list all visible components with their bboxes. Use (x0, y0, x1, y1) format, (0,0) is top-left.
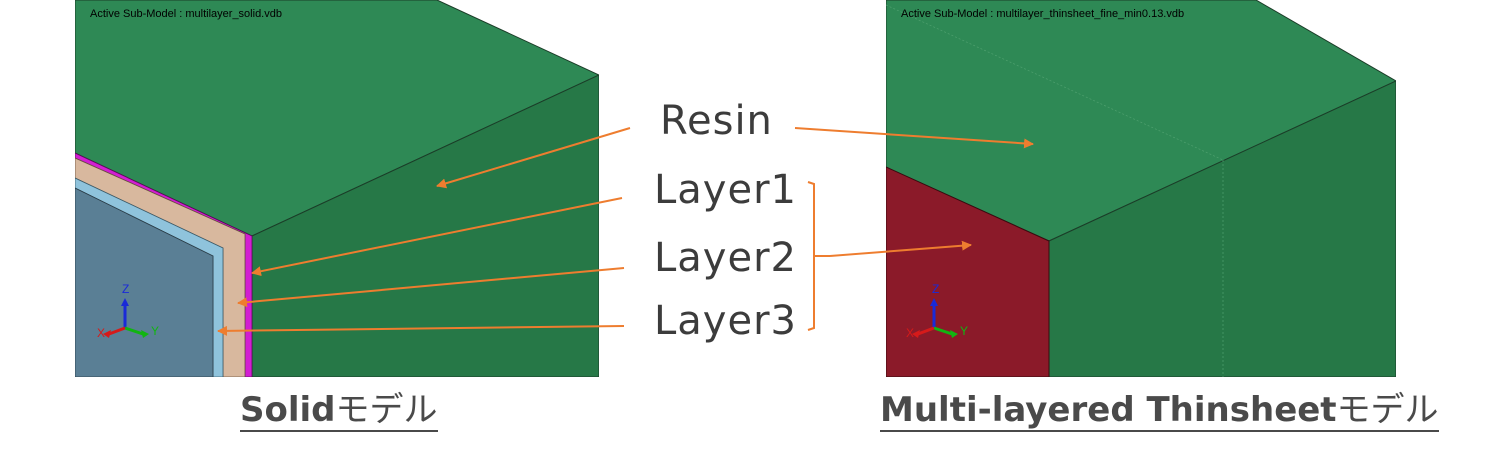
layer3-arrow (217, 325, 625, 336)
core-face (75, 187, 214, 377)
axis-x-label: X (97, 326, 106, 340)
mesh-edge (886, 4, 1224, 161)
layer2-label: Layer2 (654, 235, 797, 281)
layer2-face (75, 157, 246, 377)
thinsheet-model-viewport[interactable]: Active Sub-Model : multilayer_thinsheet_… (886, 0, 1396, 377)
layer3-face (75, 177, 224, 377)
resin-arrow-right (794, 127, 1034, 149)
solid-model-viewport[interactable]: Active Sub-Model : multilayer_solid.vdb … (75, 0, 599, 377)
layer1-face (75, 152, 253, 377)
active-sub-model-label: Active Sub-Model : multilayer_thinsheet_… (901, 8, 1185, 20)
caption-suffix: モデル (335, 390, 438, 430)
axis-z-label: Z (932, 282, 940, 296)
axis-triad (103, 298, 149, 338)
resin-arrow-left (436, 127, 631, 189)
thinsheet-layers-face (886, 166, 1050, 377)
caption-bold: Solid (240, 390, 336, 430)
solid-model-geometry (75, 0, 599, 377)
thinsheet-model-caption: Multi-layered Thinsheetモデル (880, 390, 1439, 432)
layer2-arrow (237, 267, 625, 308)
layer1-label: Layer1 (654, 167, 797, 213)
layer3-label: Layer3 (654, 298, 797, 344)
axis-y-label: Y (151, 324, 160, 338)
caption-bold: Multi-layered Thinsheet (880, 390, 1337, 430)
thinsheet-arrow (829, 240, 972, 257)
thinsheet-model-geometry (886, 0, 1396, 377)
caption-suffix: モデル (1336, 390, 1439, 430)
axis-triad (912, 298, 958, 338)
active-sub-model-label: Active Sub-Model : multilayer_solid.vdb (90, 8, 282, 20)
solid-model-caption: Solidモデル (240, 390, 438, 432)
layers-bracket (807, 181, 815, 331)
axis-z-label: Z (122, 282, 130, 296)
axis-x-label: X (906, 326, 915, 340)
layer1-arrow (251, 197, 623, 277)
axis-y-label: Y (960, 324, 969, 338)
resin-label: Resin (660, 98, 773, 144)
